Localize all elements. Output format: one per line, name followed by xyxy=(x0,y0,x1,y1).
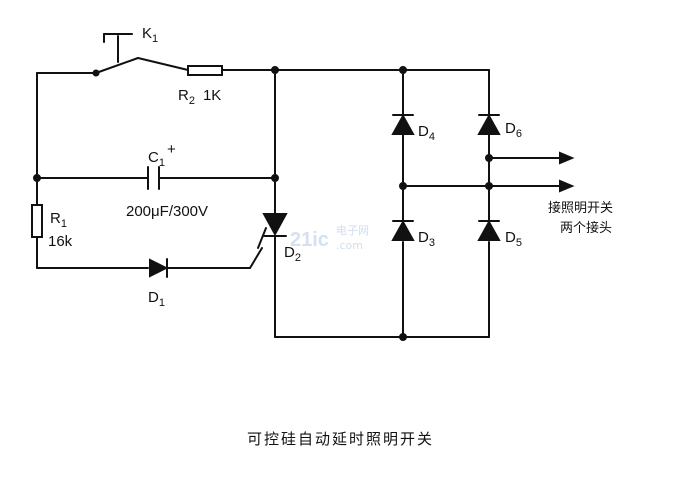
diode-d3 xyxy=(391,219,415,241)
output-note-line2: 两个接头 xyxy=(560,220,612,236)
junction-c1-left xyxy=(33,174,41,182)
watermark-cn: 电子网 xyxy=(336,224,369,237)
label-d1: D1 xyxy=(148,289,165,309)
watermark-logo: 21ic xyxy=(290,229,329,251)
label-r1: R1 xyxy=(50,210,67,230)
capacitor-c1 xyxy=(147,166,160,190)
label-d4: D4 xyxy=(418,123,435,143)
wire-d1-branch xyxy=(36,247,263,269)
switch-k1 xyxy=(92,33,139,77)
resistor-r2 xyxy=(187,65,223,76)
wire-top-rail xyxy=(36,57,490,74)
resistor-r1 xyxy=(31,204,43,238)
output-note-line1: 接照明开关 xyxy=(548,200,613,216)
junction-d6-out xyxy=(485,154,493,162)
watermark-domain: .com xyxy=(336,239,363,252)
label-d5: D5 xyxy=(505,229,522,249)
thyristor-d2 xyxy=(257,213,288,249)
figure-caption: 可控硅自动延时照明开关 xyxy=(246,430,434,448)
diode-d1 xyxy=(149,258,169,278)
diode-d4 xyxy=(391,113,415,135)
diode-d6 xyxy=(477,113,501,135)
label-d6: D6 xyxy=(505,120,522,140)
label-c1-value: 200μF/300V xyxy=(126,203,208,220)
label-r1-value: 16k xyxy=(48,233,73,250)
diode-d5 xyxy=(477,219,501,241)
label-c1: C1+ xyxy=(148,141,176,169)
label-d3: D3 xyxy=(418,229,435,249)
junction-d4-out xyxy=(399,182,407,190)
junction-top-scr xyxy=(271,66,279,74)
junction-top-left-bridge xyxy=(399,66,407,74)
junction-d5-out xyxy=(485,182,493,190)
label-d2: D2 xyxy=(284,244,301,264)
label-k1: K1 xyxy=(142,25,158,45)
